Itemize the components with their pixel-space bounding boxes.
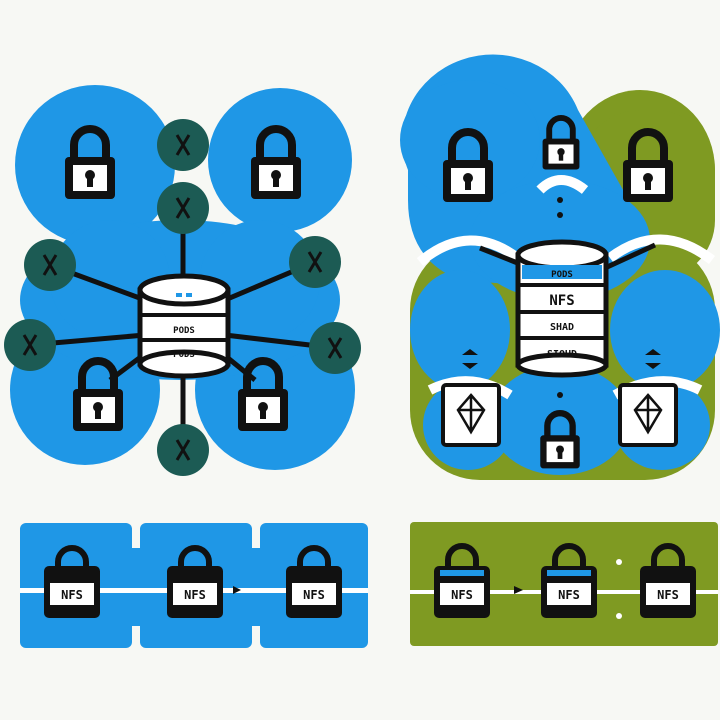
database-label: NFS — [549, 293, 574, 309]
database-label: SIOUD — [547, 349, 577, 360]
nfs-lock: NFS — [541, 543, 597, 618]
nfs-lock: NFS — [286, 545, 342, 618]
pod-node — [309, 322, 361, 374]
right-cert-card-left — [441, 383, 501, 447]
bottom-left-strip: NFS NFS NFS — [20, 523, 368, 648]
nfs-lock-label: NFS — [657, 588, 679, 602]
right-chevrons — [462, 349, 661, 369]
nfs-lock-label: NFS — [184, 588, 206, 602]
nfs-lock-label: NFS — [558, 588, 580, 602]
pod-node — [289, 236, 341, 288]
pod-node — [24, 239, 76, 291]
database-label: PODS — [173, 326, 195, 336]
pod-node — [4, 319, 56, 371]
pod-node — [157, 424, 209, 476]
bottom-right-strip: NFS NFS NFS — [410, 522, 718, 646]
right-cert-card-right — [618, 383, 678, 447]
right-dots — [557, 197, 563, 398]
separator-dot — [616, 613, 622, 619]
pod-node — [157, 182, 209, 234]
shield-icon — [456, 393, 486, 435]
left-database-icon: PODS PODS — [137, 273, 231, 379]
database-label: PODS — [173, 350, 195, 360]
shield-icon — [633, 393, 663, 435]
left-pod-nodes — [4, 119, 361, 476]
right-database-icon: PODS NFS SHAD SIOUD — [515, 239, 609, 378]
arrow-icon — [233, 586, 241, 594]
left-panel: PODS PODS — [4, 85, 361, 476]
nfs-lock: NFS — [640, 543, 696, 618]
arrow-icon — [514, 586, 523, 594]
right-panel: PODS NFS SHAD SIOUD — [400, 54, 720, 480]
nfs-lock-label: NFS — [451, 588, 473, 602]
right-blue-shapes — [400, 54, 720, 475]
nfs-lock-label: NFS — [303, 588, 325, 602]
right-separators — [416, 175, 716, 400]
pod-node — [157, 119, 209, 171]
nfs-lock: NFS — [44, 545, 100, 618]
nfs-lock: NFS — [434, 543, 490, 618]
database-label: PODS — [551, 270, 573, 280]
database-label: SHAD — [550, 322, 574, 333]
nfs-lock: NFS — [167, 545, 223, 618]
nfs-lock-label: NFS — [61, 588, 83, 602]
separator-dot — [616, 559, 622, 565]
